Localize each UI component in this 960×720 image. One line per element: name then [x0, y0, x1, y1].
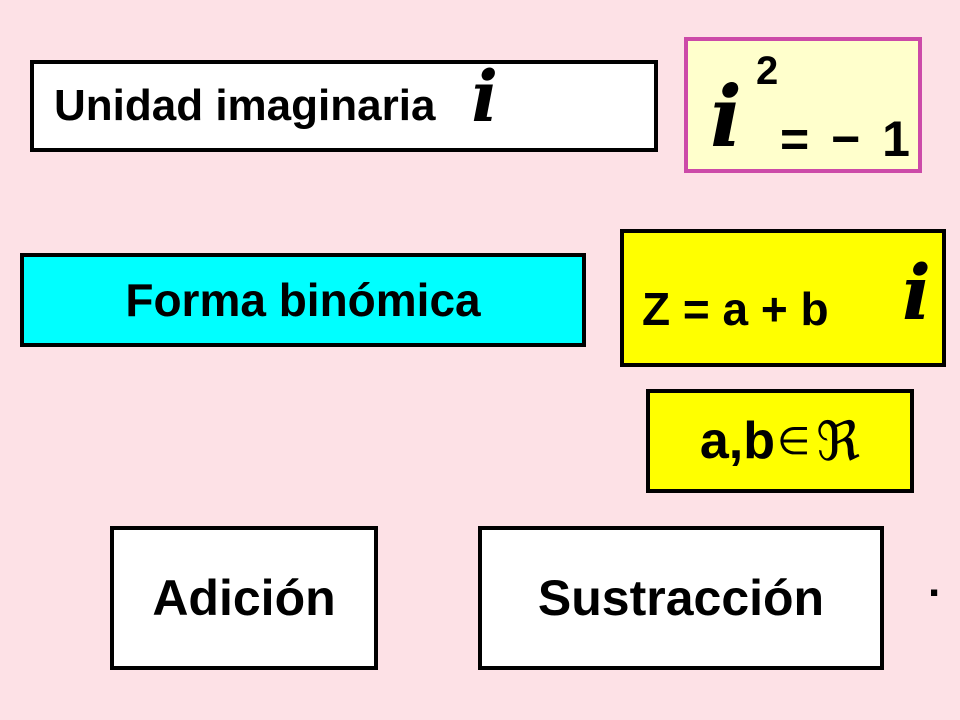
real-set-symbol: ℜ: [816, 409, 861, 473]
element-of-symbol: ∈: [777, 419, 811, 463]
i-squared-base: i: [710, 67, 742, 166]
z-formula-imaginary-symbol: i: [902, 248, 931, 337]
unidad-imaginaria-box: Unidad imaginaria i: [30, 55, 658, 152]
unidad-imaginaria-label: Unidad imaginaria: [54, 81, 436, 130]
adicion-label: Adición: [152, 570, 336, 626]
sustraccion-label: Sustracción: [537, 570, 825, 626]
z-formula-box: Z = a + b i: [620, 229, 946, 367]
trailing-dot: .: [928, 557, 941, 606]
ab-vars: a,b: [699, 412, 776, 470]
z-formula-text: Z = a + b: [642, 283, 829, 335]
forma-binomica-box: Forma binómica: [20, 253, 586, 347]
adicion-button[interactable]: Adición: [110, 526, 378, 670]
i-squared-exponent: 2: [756, 49, 779, 93]
i-squared-equation-box: i 2 = − 1: [684, 37, 922, 173]
i-squared-result: = − 1: [780, 111, 914, 167]
sustraccion-button[interactable]: Sustracción: [478, 526, 884, 670]
ab-real-box: a,b ∈ ℜ: [646, 389, 914, 493]
imaginary-unit-symbol: i: [471, 54, 499, 138]
forma-binomica-label: Forma binómica: [125, 274, 481, 326]
